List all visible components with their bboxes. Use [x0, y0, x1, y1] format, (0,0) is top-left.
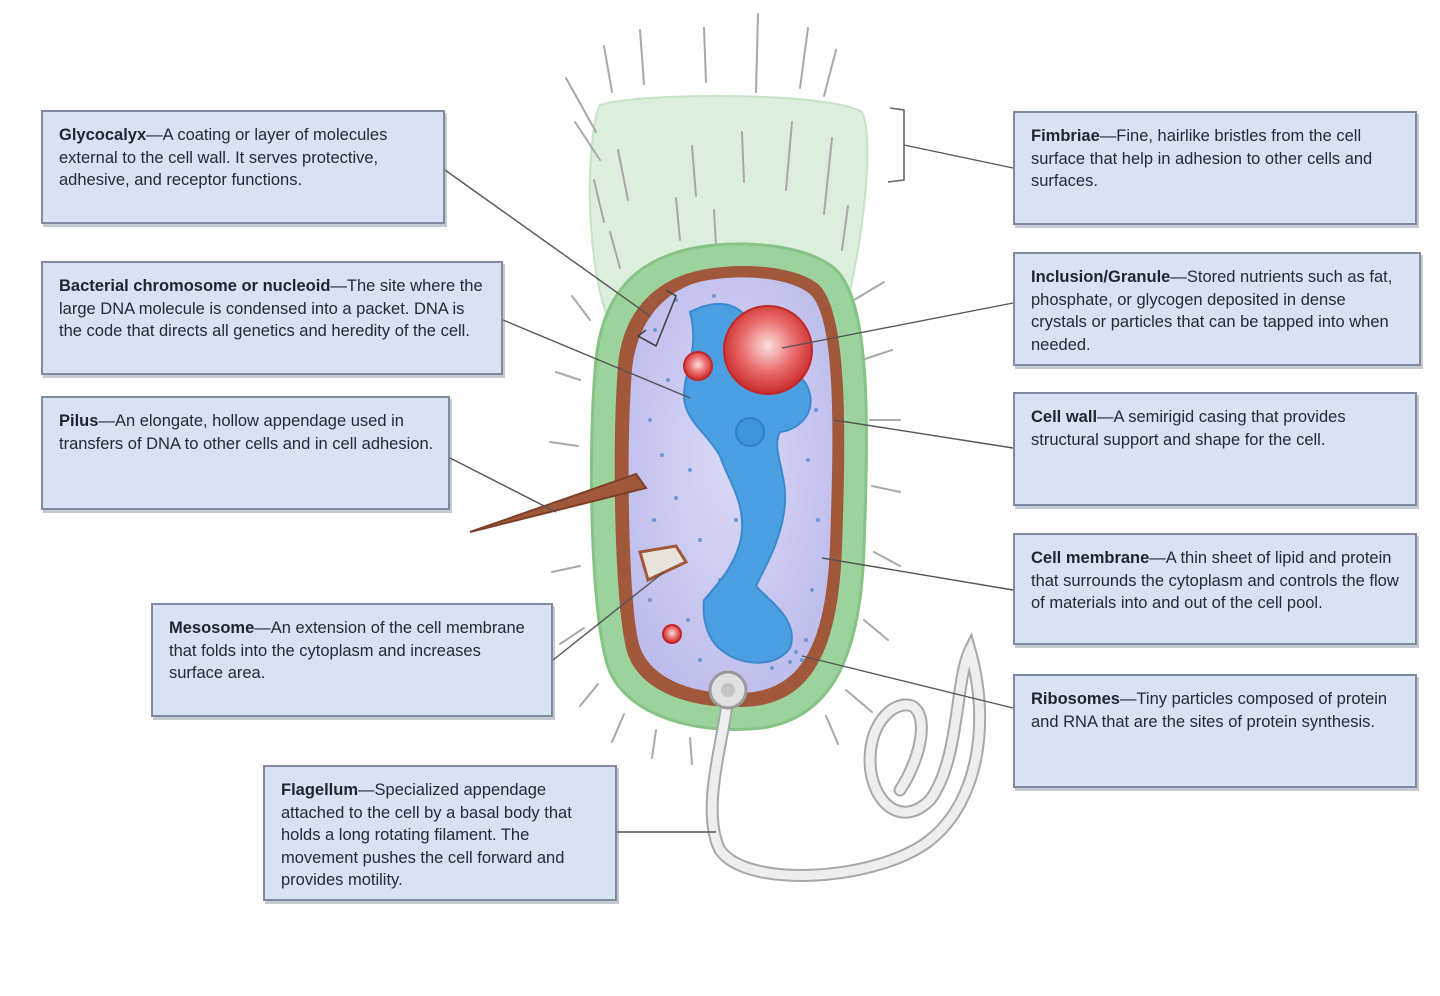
desc-glycocalyx: —A coating or layer of molecules externa… [59, 126, 388, 189]
term-pilus: Pilus [59, 412, 99, 430]
nucleoid-blob [735, 417, 765, 447]
term-chromosome: Bacterial chromosome or nucleoid [59, 277, 331, 295]
desc-flagellum: —Specialized appendage attached to the c… [281, 781, 572, 889]
desc-fimbriae: —Fine, hairlike bristles from the cell s… [1031, 127, 1373, 190]
label-box-glycocalyx: Glycocalyx—A coating or layer of molecul… [41, 110, 445, 224]
glycocalyx-bracket [636, 289, 677, 348]
fimbriae-hairs [549, 13, 901, 765]
inclusion-granule [723, 305, 813, 395]
nucleoid [682, 303, 812, 664]
desc-pilus: —An elongate, hollow appendage used in t… [59, 412, 434, 453]
term-fimbriae: Fimbriae [1031, 127, 1100, 145]
leader-lines [444, 144, 1014, 833]
label-box-ribosomes: Ribosomes—Tiny particles composed of pro… [1013, 674, 1417, 788]
mesosome [638, 544, 689, 583]
desc-mesosome: —An extension of the cell membrane that … [169, 619, 525, 682]
label-box-chromosome: Bacterial chromosome or nucleoid—The sit… [41, 261, 503, 375]
desc-cell-membrane: —A thin sheet of lipid and protein that … [1031, 549, 1399, 612]
label-box-cell-wall: Cell wall—A semirigid casing that provid… [1013, 392, 1417, 506]
label-box-inclusion: Inclusion/Granule—Stored nutrients such … [1013, 252, 1421, 366]
label-box-mesosome: Mesosome—An extension of the cell membra… [151, 603, 553, 717]
term-inclusion: Inclusion/Granule [1031, 268, 1171, 286]
label-box-pilus: Pilus—An elongate, hollow appendage used… [41, 396, 450, 510]
desc-inclusion: —Stored nutrients such as fat, phosphate… [1031, 268, 1393, 354]
desc-chromosome: —The site where the large DNA molecule i… [59, 277, 483, 340]
label-box-flagellum: Flagellum—Specialized appendage attached… [263, 765, 617, 901]
desc-ribosomes: —Tiny particles composed of protein and … [1031, 690, 1388, 731]
term-mesosome: Mesosome [169, 619, 255, 637]
term-flagellum: Flagellum [281, 781, 359, 799]
label-box-cell-membrane: Cell membrane—A thin sheet of lipid and … [1013, 533, 1417, 645]
label-box-fimbriae: Fimbriae—Fine, hairlike bristles from th… [1013, 111, 1417, 225]
term-cell-membrane: Cell membrane [1031, 549, 1150, 567]
term-ribosomes: Ribosomes [1031, 690, 1120, 708]
tiny-granule [662, 624, 682, 644]
desc-cell-wall: —A semirigid casing that provides struct… [1031, 408, 1346, 449]
term-glycocalyx: Glycocalyx [59, 126, 147, 144]
pilus [469, 472, 648, 533]
small-granule [683, 351, 713, 381]
term-cell-wall: Cell wall [1031, 408, 1098, 426]
fimbriae-bracket [887, 107, 905, 183]
